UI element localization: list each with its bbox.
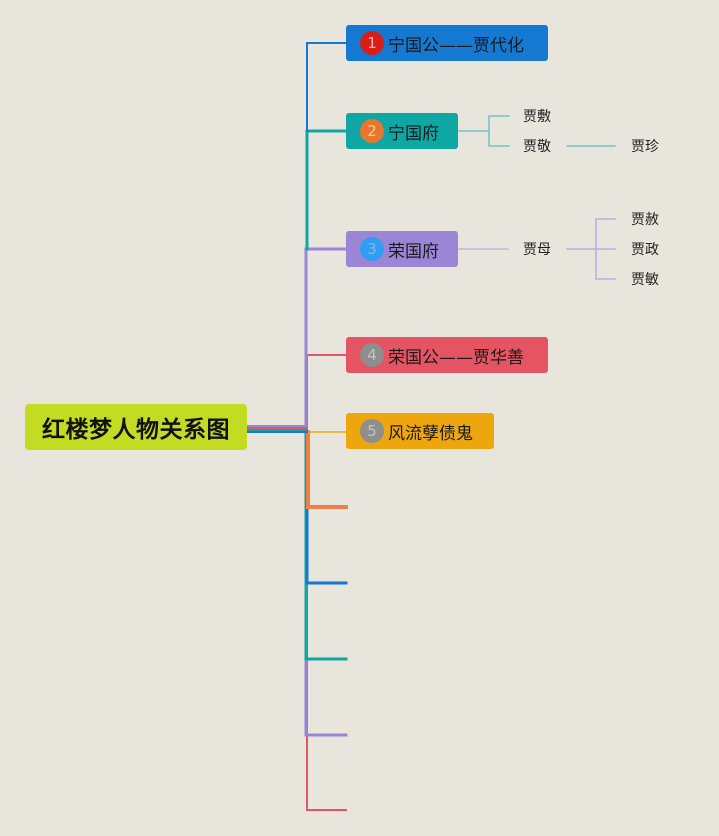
branch-label: 荣国府 [388,241,439,262]
leaf-node-jiajing[interactable]: 贾敬 [523,139,551,155]
leaf-node-jiamin[interactable]: 贾敏 [631,272,659,288]
badge-number-3: 3 [360,237,384,261]
branch-label: 荣国公——贾华善 [388,347,524,368]
branch-node-ningguogong[interactable]: 1 宁国公——贾代化 [346,25,548,61]
leaf-node-jiashe[interactable]: 贾赦 [631,212,659,228]
branch-node-rongguogong[interactable]: 4 荣国公——贾华善 [346,337,548,373]
badge-number-4: 4 [360,343,384,367]
branch-node-fengliu[interactable]: 5 风流孽债鬼 [346,413,494,449]
badge-number-5: 5 [360,419,384,443]
root-label: 红楼梦人物关系图 [42,417,230,443]
leaf-node-jiazheng[interactable]: 贾政 [631,242,659,258]
branch-label: 宁国公——贾代化 [388,35,524,56]
leaf-node-jiazhen[interactable]: 贾珍 [631,139,659,155]
leaf-node-jiafu[interactable]: 贾敷 [523,109,551,125]
badge-number-2: 2 [360,119,384,143]
branch-node-ningguofu[interactable]: 2 宁国府 [346,113,458,149]
leaf-node-jiamu[interactable]: 贾母 [523,242,551,258]
branch-label: 风流孽债鬼 [388,423,473,444]
badge-number-1: 1 [360,31,384,55]
branch-label: 宁国府 [388,123,439,144]
branch-node-rongguofu[interactable]: 3 荣国府 [346,231,458,267]
root-node[interactable]: 红楼梦人物关系图 [25,404,247,450]
